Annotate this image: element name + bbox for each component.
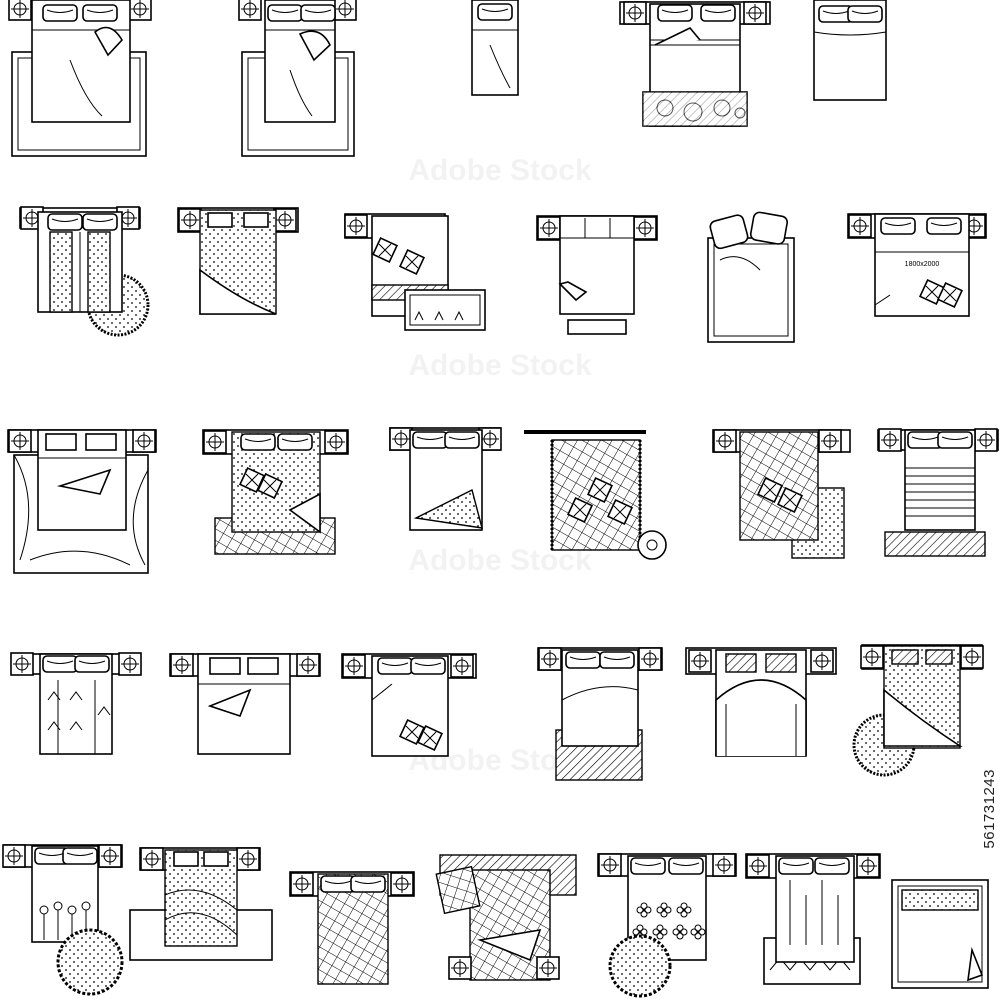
bed-symbol-24 [2,844,124,996]
bed-symbol-11: 1800x2000 [847,213,987,317]
bed-symbol-2 [238,0,357,157]
watermark-row-1: Adobe Stock [408,154,592,187]
bed-symbol-6 [19,206,150,337]
stock-id-label: 561731243 [981,769,998,849]
bed-symbol-25 [129,847,273,961]
bed-symbol-8 [344,213,486,331]
bed-symbol-21 [537,647,663,781]
bed-symbol-13 [202,429,349,555]
bed-symbol-20 [341,653,477,757]
bed-symbol-5 [813,0,887,101]
bed-symbol-14 [389,427,502,531]
bed-symbol-22 [685,647,837,757]
bed-symbol-4 [619,1,771,127]
bed-symbol-15 [524,430,667,560]
bed-symbol-9 [536,215,658,335]
bed-symbol-3 [471,0,519,96]
bed-symbol-30 [891,879,989,989]
bed-symbol-28 [597,853,737,998]
bed-symbol-18 [10,652,142,755]
bed-symbol-27 [435,854,577,981]
bed-symbol-7 [177,207,299,315]
bed-symbol-26 [289,871,415,985]
bed-size-tag: 1800x2000 [905,261,940,268]
bed-symbol-19 [169,653,321,755]
bed-symbol-17 [877,428,999,557]
bed-symbol-12 [7,429,157,574]
bed-symbol-29 [745,853,881,985]
bed-symbol-10 [707,211,795,343]
watermark-row-2: Adobe Stock [408,349,592,382]
bed-symbol-23 [852,644,984,777]
bed-symbol-1 [8,0,152,157]
bed-symbol-16 [712,429,851,559]
